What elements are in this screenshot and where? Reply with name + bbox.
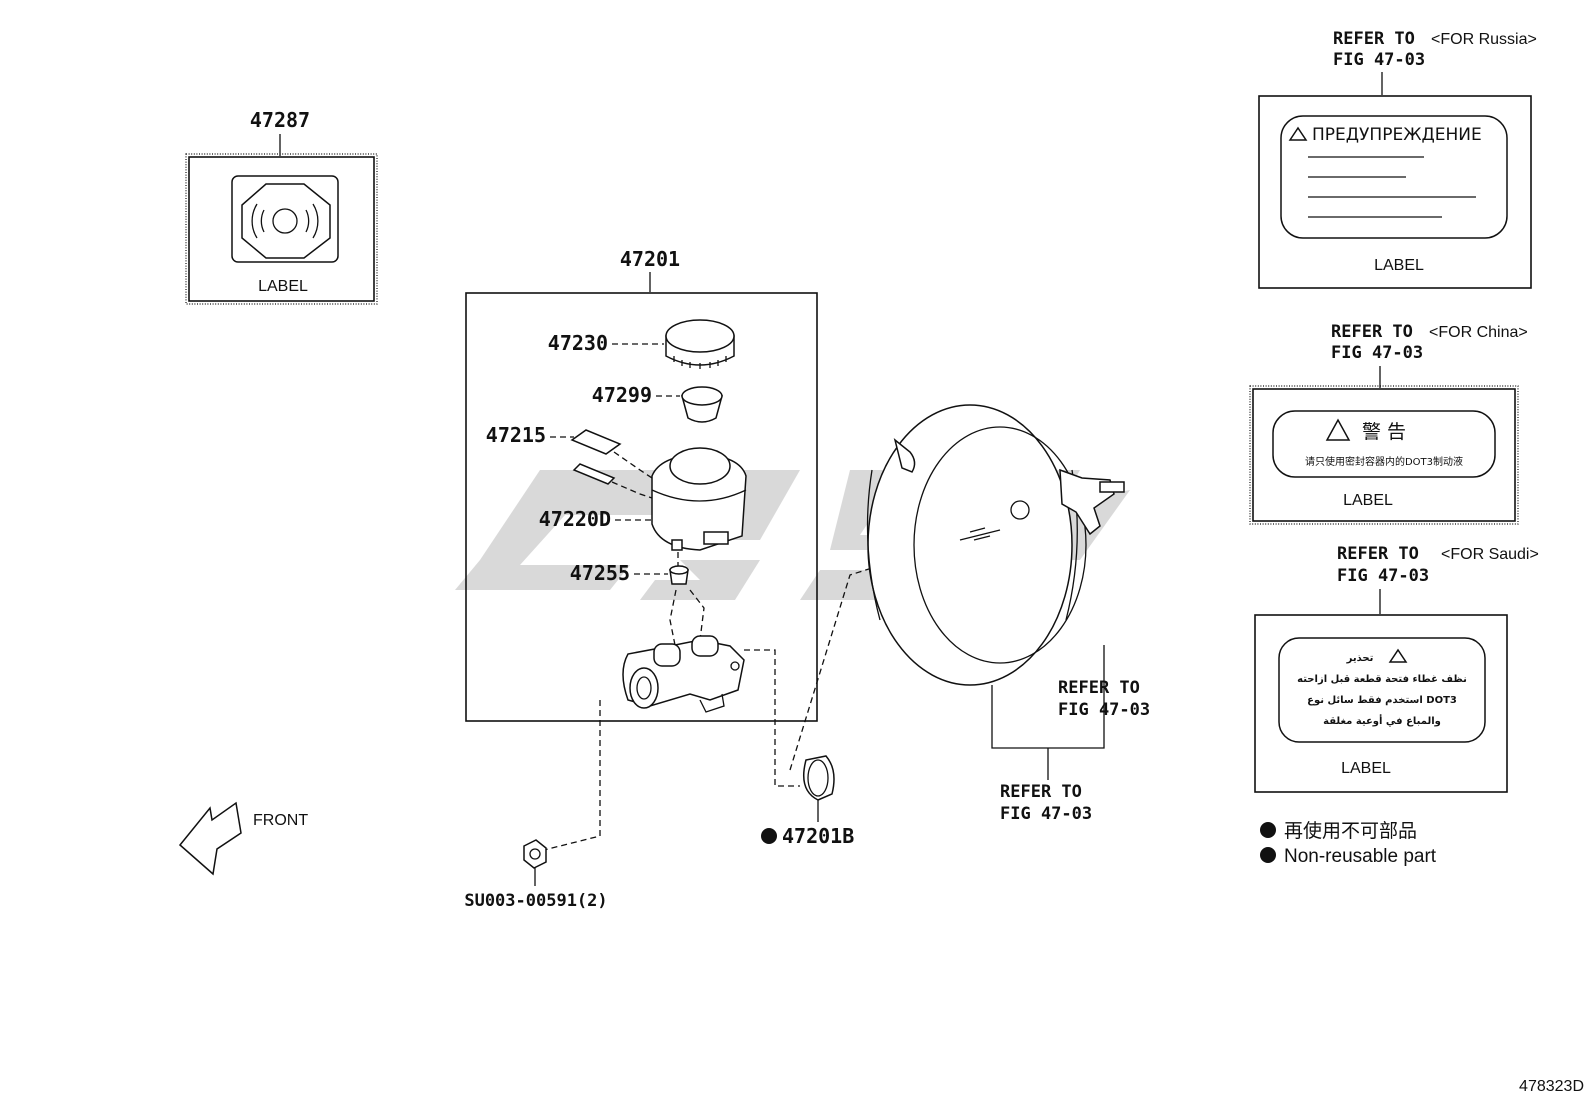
booster-refer-to-label: REFER TO: [1058, 678, 1140, 698]
legend: 再使用不可部品 Non-reusable part: [1260, 820, 1437, 867]
china-warning-text: 警 告: [1362, 421, 1406, 443]
reservoir-pin: [570, 429, 622, 485]
front-label: FRONT: [253, 812, 308, 829]
part-number-su003[interactable]: SU003-00591(2): [464, 891, 607, 911]
saudi-label-group: REFER TO <FOR Saudi> FIG 47-03 تحذير نظف…: [1254, 544, 1539, 793]
china-refer-to-label: REFER TO: [1331, 322, 1413, 342]
china-label-text: LABEL: [1343, 492, 1393, 509]
legend-dot-1: [1260, 822, 1276, 838]
flange-nut: [523, 839, 547, 869]
figure-id: 478323D: [1519, 1078, 1584, 1095]
warning-triangle-icon: [1325, 418, 1351, 441]
russia-label-group: REFER TO <FOR Russia> FIG 47-03 ПРЕДУПРЕ…: [1258, 29, 1537, 289]
saudi-region-label: <FOR Saudi>: [1441, 546, 1539, 563]
octagon-symbol: [241, 183, 331, 259]
russia-warning-text: ПРЕДУПРЕЖДЕНИЕ: [1312, 125, 1482, 145]
russia-region-label: <FOR Russia>: [1431, 31, 1537, 48]
part-number-47220D[interactable]: 47220D: [539, 507, 611, 531]
saudi-label-text: LABEL: [1341, 760, 1391, 777]
nut-su003-group: SU003-00591(2): [464, 839, 608, 911]
china-refer-fig-link[interactable]: FIG 47-03: [1331, 343, 1423, 363]
saudi-line-3: والمباع في أوعية مغلقة: [1323, 714, 1441, 727]
front-indicator: FRONT: [178, 801, 308, 876]
saudi-line-2: استخدم فقط سائل نوع DOT3: [1307, 695, 1457, 706]
label-47287-group: 47287 LABEL: [185, 108, 378, 305]
saudi-refer-to-label: REFER TO: [1337, 544, 1419, 564]
legend-non-reusable-en: Non-reusable part: [1284, 846, 1437, 867]
brake-fluid-reservoir: [651, 447, 747, 551]
part-number-47201[interactable]: 47201: [620, 247, 680, 271]
reservoir-cap: [665, 319, 735, 369]
non-reusable-dot: [761, 828, 777, 844]
legend-non-reusable-jp: 再使用不可部品: [1284, 820, 1417, 842]
china-label-group: REFER TO <FOR China> FIG 47-03 警 告 请只使用密…: [1249, 322, 1528, 525]
part-number-47215[interactable]: 47215: [486, 423, 546, 447]
part-number-47230[interactable]: 47230: [548, 331, 608, 355]
saudi-warning-text: تحذير: [1346, 653, 1374, 664]
seal-47201B-group: 47201B: [761, 755, 854, 848]
master-cylinder-body: [622, 635, 745, 713]
russia-label-text: LABEL: [1374, 257, 1424, 274]
china-region-label: <FOR China>: [1429, 324, 1528, 341]
russia-refer-fig-link[interactable]: FIG 47-03: [1333, 50, 1425, 70]
legend-dot-2: [1260, 847, 1276, 863]
master-cylinder-assembly: 47201 47230 47299 47215 47220D: [465, 247, 818, 787]
front-arrow-icon: [178, 801, 242, 876]
part-number-47255[interactable]: 47255: [570, 561, 630, 585]
reservoir-strainer: [681, 386, 723, 423]
part-number-47287[interactable]: 47287: [250, 108, 310, 132]
brake-booster: [866, 404, 1125, 686]
booster-refer-fig-link-2[interactable]: FIG 47-03: [1000, 804, 1092, 824]
warning-triangle-icon: [1288, 126, 1308, 141]
saudi-line-1: نظف غطاء فتحة قطعة قبل ازاحته: [1297, 674, 1467, 685]
warning-triangle-icon: [1388, 648, 1408, 663]
part-number-47299[interactable]: 47299: [592, 383, 652, 407]
label-text-47287: LABEL: [258, 278, 308, 295]
reservoir-grommet: [669, 565, 689, 585]
russia-refer-to-label: REFER TO: [1333, 29, 1415, 49]
booster-refer-to-label-2: REFER TO: [1000, 782, 1082, 802]
saudi-refer-fig-link[interactable]: FIG 47-03: [1337, 566, 1429, 586]
china-warning-detail: 请只使用密封容器内的DOT3制动液: [1305, 455, 1463, 468]
booster-refer-fig-link[interactable]: FIG 47-03: [1058, 700, 1150, 720]
part-number-47201B[interactable]: 47201B: [782, 824, 854, 848]
